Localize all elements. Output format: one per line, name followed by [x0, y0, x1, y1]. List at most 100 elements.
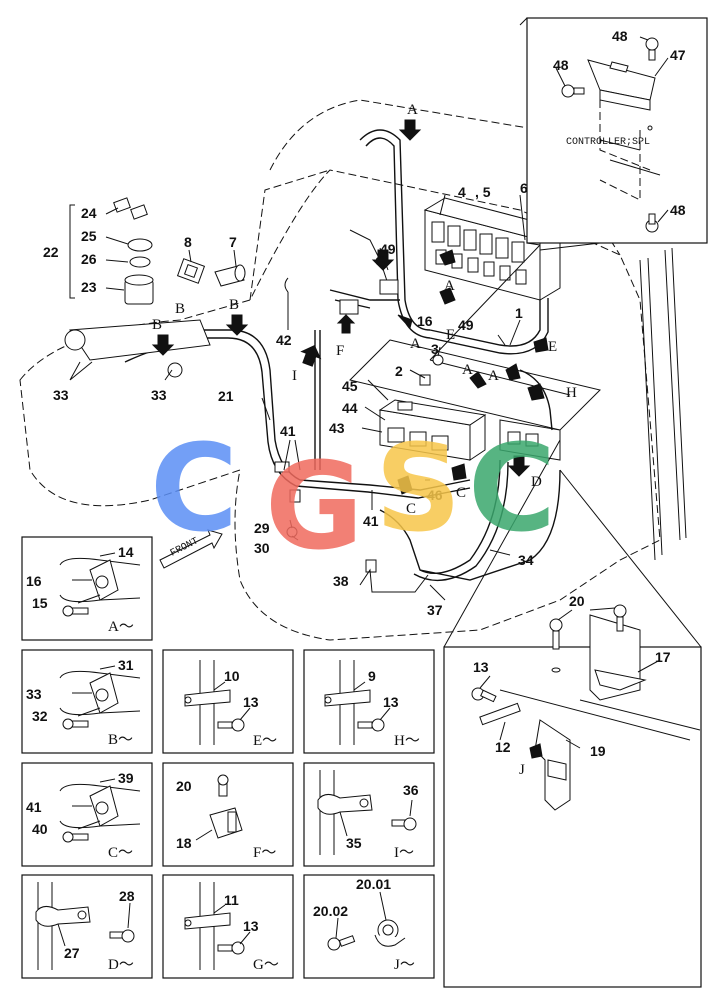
- part-label-26: 26: [81, 251, 97, 267]
- detail-box-F: 20 18 F～: [162, 762, 294, 867]
- detail-caption-H: H～: [394, 733, 420, 749]
- detail-box-I: 36 35 I～: [303, 762, 435, 867]
- part-label-33b: 33: [151, 387, 167, 403]
- part-label-4: 4: [458, 184, 466, 200]
- part-label-14: 14: [118, 544, 134, 560]
- view-letter-A: A: [444, 278, 455, 294]
- view-letter-A: A: [410, 336, 421, 352]
- part-label-40: 40: [32, 821, 48, 837]
- part-label-19: 19: [590, 743, 606, 759]
- part-label-41b: 41: [363, 513, 379, 529]
- part-label-28: 28: [119, 888, 135, 904]
- part-label-16: 16: [26, 573, 42, 589]
- view-letter-C: C: [406, 501, 416, 517]
- part-label-48: 48: [553, 57, 569, 73]
- detail-box-D: 28 27 D～: [21, 874, 153, 979]
- part-label-46: 46: [427, 487, 443, 503]
- part-label-20-02: 20.02: [313, 903, 348, 919]
- part-label-10: 10: [224, 668, 240, 684]
- part-label-44: 44: [342, 400, 358, 416]
- part-label-45: 45: [342, 378, 358, 394]
- watermark-letter: G: [265, 438, 364, 577]
- part-label-21: 21: [218, 388, 234, 404]
- detail-box-B: 31 33 32 B～: [21, 649, 153, 754]
- detail-box-A: 14 16 15 A～: [21, 536, 153, 641]
- part-label-16: 16: [417, 313, 433, 329]
- detail-caption-F: F～: [253, 845, 276, 861]
- part-label-32: 32: [32, 708, 48, 724]
- detail-caption-D: D～: [108, 957, 134, 973]
- view-letter-A: A: [407, 102, 418, 118]
- view-letter-A: A: [488, 368, 499, 384]
- part-label-1: 1: [515, 305, 523, 321]
- detail-caption-J: J～: [394, 957, 415, 973]
- part-label-30: 30: [254, 540, 270, 556]
- part-label-18: 18: [176, 835, 192, 851]
- part-label-20-01: 20.01: [356, 876, 391, 892]
- view-letter-B: B: [229, 297, 239, 313]
- part-label-35: 35: [346, 835, 362, 851]
- detail-box-G: 11 13 G～: [162, 874, 294, 979]
- part-label-33: 33: [26, 686, 42, 702]
- part-label-25: 25: [81, 228, 97, 244]
- detail-caption-I: I～: [394, 845, 414, 861]
- part-label-6: 6: [520, 180, 528, 196]
- detail-box-J: 20.01 20.02 J～: [303, 874, 435, 979]
- part-label-42: 42: [276, 332, 292, 348]
- detail-box-C: 39 41 40 C～: [21, 762, 153, 867]
- part-label-27: 27: [64, 945, 80, 961]
- part-label-34: 34: [518, 552, 534, 568]
- part-label-22: 22: [43, 244, 59, 260]
- watermark-letter: C: [150, 420, 238, 559]
- part-label-20: 20: [569, 593, 585, 609]
- view-letter-E: E: [548, 339, 557, 355]
- view-letter-B: B: [175, 301, 185, 317]
- view-letter-F: F: [336, 343, 344, 359]
- controller-label: CONTROLLER;SPL: [566, 137, 650, 148]
- view-letter-B: B: [152, 317, 162, 333]
- part-label-29: 29: [254, 520, 270, 536]
- detail-caption-A: A～: [108, 619, 134, 635]
- view-letter-A: A: [462, 362, 473, 378]
- part-label-7: 7: [229, 234, 237, 250]
- part-label-12: 12: [495, 739, 511, 755]
- view-letter-J: J: [519, 762, 525, 778]
- part-label-49a: 49: [380, 241, 396, 257]
- part-label-41a: 41: [280, 423, 296, 439]
- part-label-48: 48: [612, 28, 628, 44]
- part-label-49b: 49: [458, 317, 474, 333]
- part-label-20: 20: [176, 778, 192, 794]
- part-label-48: 48: [670, 202, 686, 218]
- part-label-43: 43: [329, 420, 345, 436]
- detail-caption-G: G～: [253, 957, 279, 973]
- part-label-13: 13: [473, 659, 489, 675]
- main-small-parts: [64, 197, 444, 573]
- part-label-15: 15: [32, 595, 48, 611]
- view-letter-C: C: [456, 485, 466, 501]
- watermark-letter: C: [468, 420, 556, 559]
- view-letter-E: E: [446, 327, 455, 343]
- watermark: C G S C: [150, 420, 556, 577]
- view-arrows: [151, 119, 549, 495]
- detail-caption-B: B～: [108, 732, 133, 748]
- inset-bracket: 20 17 13 12 19 J: [443, 439, 702, 988]
- controller-unit: [423, 197, 562, 301]
- part-label-8: 8: [184, 234, 192, 250]
- part-label-3: 3: [431, 341, 439, 357]
- part-label-17: 17: [655, 649, 671, 665]
- view-letter-I: I: [292, 368, 297, 384]
- detail-box-H: 9 13 H～: [303, 649, 435, 754]
- part-label-5: , 5: [475, 184, 491, 200]
- detail-caption-E: E～: [253, 733, 277, 749]
- part-label-2: 2: [395, 363, 403, 379]
- part-label-13: 13: [383, 694, 399, 710]
- part-label-36: 36: [403, 782, 419, 798]
- part-label-13: 13: [243, 918, 259, 934]
- leader-lines: [69, 194, 526, 601]
- detail-caption-C: C～: [108, 845, 133, 861]
- part-label-31: 31: [118, 657, 134, 673]
- cab-floor-outline: [19, 99, 687, 641]
- part-label-47: 47: [670, 47, 686, 63]
- part-label-13: 13: [243, 694, 259, 710]
